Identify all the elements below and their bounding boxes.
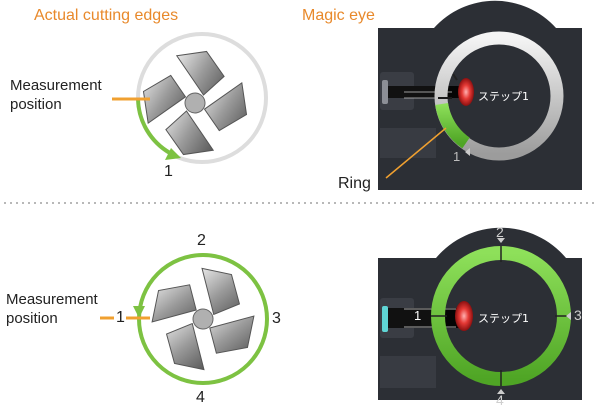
bottom-measurement-line2: position [6, 310, 58, 327]
top-cutter-view [112, 32, 268, 164]
top-cutter-icon [142, 50, 248, 156]
bottom-screen-number-2: 2 [496, 224, 504, 240]
bottom-magic-eye-device [378, 227, 582, 400]
bottom-screen-step: ステップ1 [478, 312, 529, 325]
bottom-cutter-view [100, 253, 269, 385]
bottom-screen-marker: 1 [414, 308, 422, 323]
ring-label: Ring [338, 175, 371, 192]
bottom-arrowhead [133, 306, 145, 318]
header-magic-eye: Magic eye [302, 7, 375, 24]
top-screen-number: 1 [453, 149, 461, 164]
top-edge-number: 1 [164, 163, 173, 180]
bottom-red-indicator [455, 301, 473, 331]
bottom-screen-number-4: 4 [496, 392, 504, 408]
bottom-edge-number-4: 4 [196, 389, 205, 406]
top-measurement-line2: position [10, 96, 62, 113]
top-screen-step: ステップ1 [478, 90, 529, 103]
top-magic-eye-device [378, 0, 582, 191]
top-gray-ring [434, 31, 564, 161]
top-rotation-arc [136, 98, 172, 155]
header-actual-cutting-edges: Actual cutting edges [34, 7, 179, 24]
top-measurement-line1: Measurement [10, 77, 102, 94]
top-green-ring-segment [435, 102, 470, 149]
top-red-indicator [458, 78, 474, 106]
ring-pointer-line [385, 127, 447, 179]
top-measurement-label: Measurement position [10, 76, 102, 114]
bottom-screen-number-3: 3 [574, 307, 582, 323]
bottom-measurement-line1: Measurement [6, 291, 98, 308]
bottom-edge-number-1: 1 [116, 309, 125, 326]
bottom-cutter-icon [151, 267, 255, 371]
bottom-measurement-label: Measurement position [6, 290, 98, 328]
bottom-edge-number-3: 3 [272, 310, 281, 327]
top-arrowhead [165, 148, 181, 160]
bottom-edge-number-2: 2 [197, 232, 206, 249]
